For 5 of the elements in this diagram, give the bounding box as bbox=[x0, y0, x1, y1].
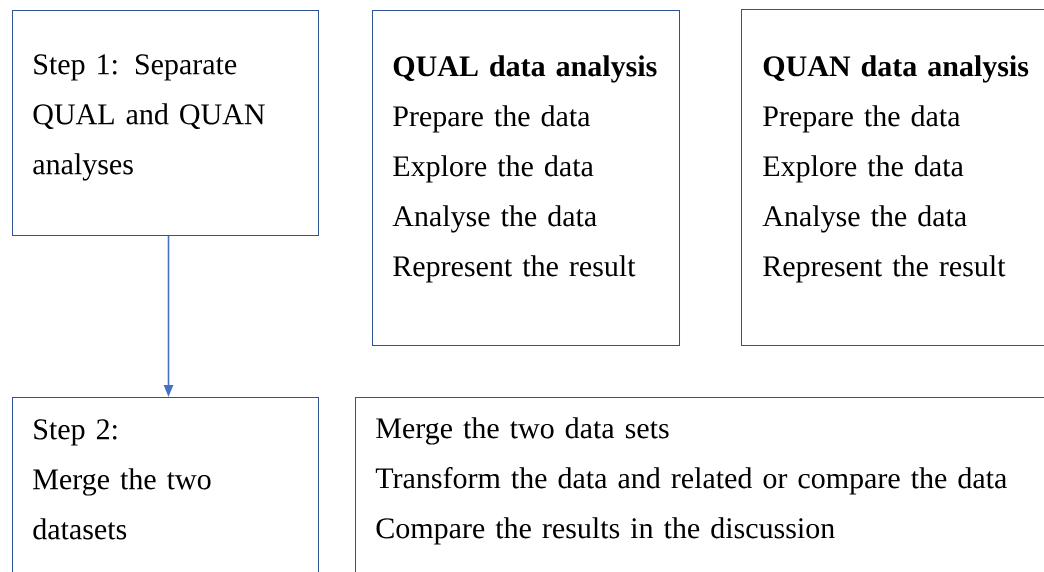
text-box: Step 2: Merge the two datasets bbox=[12, 397, 319, 572]
text-box: Step 1: Separate QUAL and QUAN analyses bbox=[12, 10, 319, 236]
text-box: QUAL data analysis Prepare the data Explore the data Analyse the data Represent the result bbox=[372, 10, 680, 346]
text-box: QUAN data analysis Prepare the data Explore the data Analyse the data Represent the result bbox=[741, 9, 1044, 346]
text-box: Merge the two data sets Transform the data and related or compare the data Compare the results in the discussion bbox=[355, 397, 1044, 572]
